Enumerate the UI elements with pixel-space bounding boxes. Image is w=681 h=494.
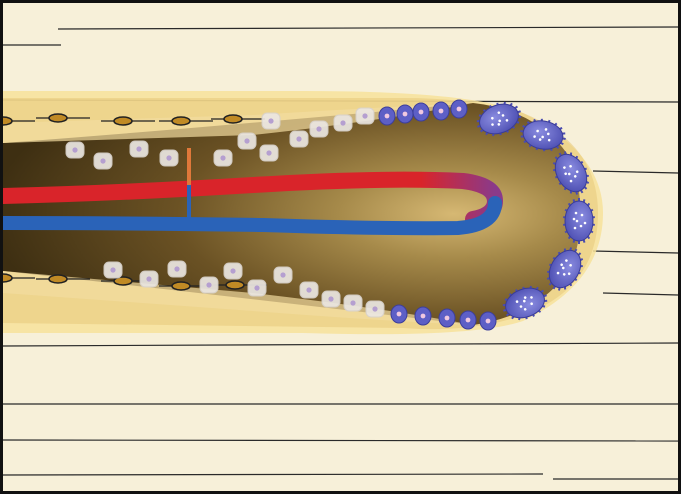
pale-cell-nucleus [244,138,249,143]
pale-cell-nucleus [362,113,367,118]
fibroblast-nucleus [172,282,190,290]
blue-cell-nucleus [445,316,450,321]
blue-cell [480,312,496,330]
blue-cell [391,305,407,323]
fibroblast-nucleus [114,117,132,125]
granule [573,218,576,221]
blue-cell-nucleus [419,110,424,115]
blue-cell [397,105,413,123]
blue-cell [415,307,431,325]
pale-cell-nucleus [254,285,259,290]
pale-cell [322,291,340,307]
pale-cell [334,115,352,131]
granule [576,220,579,223]
pale-cell [260,145,278,161]
pale-cell-nucleus [306,287,311,292]
blue-cell-nucleus [397,312,402,317]
blue-cell-nucleus [466,318,471,323]
pale-cell [104,262,122,278]
pale-cell-nucleus [110,267,115,272]
fibroblast-nucleus [172,117,190,125]
pale-cell-nucleus [100,158,105,163]
pale-cell [200,277,218,293]
pale-cell [224,263,242,279]
pale-cell [214,150,232,166]
blue-cell-nucleus [439,109,444,114]
pale-cell [290,131,308,147]
granule [574,227,577,230]
pale-cell [160,150,178,166]
blue-cell [460,311,476,329]
fibroblast-nucleus [3,117,12,125]
granule [580,225,583,228]
pale-cell-nucleus [328,296,333,301]
pale-cell-nucleus [316,126,321,131]
pale-cell [94,153,112,169]
granule [584,222,587,225]
fibroblast-nucleus [49,275,67,283]
pale-cell [356,108,374,124]
pale-cell-nucleus [350,300,355,305]
fibroblast-nucleus [224,115,242,123]
pale-cell-nucleus [146,276,151,281]
blue-cell [433,102,449,120]
pale-cell [130,141,148,157]
pale-cell [300,282,318,298]
pale-cell [366,301,384,317]
tooth-root-diagram [3,3,678,491]
fibroblast-nucleus [49,114,67,122]
large-cap-cell-body [565,201,593,241]
pale-cell [168,261,186,277]
pale-cell [66,142,84,158]
pale-cell-nucleus [174,266,179,271]
pale-cell-nucleus [72,147,77,152]
blue-cell [413,103,429,121]
pale-cell [344,295,362,311]
pale-cell-nucleus [266,150,271,155]
pale-cell [310,121,328,137]
pale-cell-nucleus [166,155,171,160]
pale-cell-nucleus [296,136,301,141]
blue-cell [451,100,467,118]
blue-cell-nucleus [385,114,390,119]
blue-cell [379,107,395,125]
fibroblast-nucleus [3,274,12,282]
pale-cell-nucleus [136,146,141,151]
blue-cell [439,309,455,327]
granule [581,214,584,217]
pale-cell-nucleus [206,282,211,287]
pale-cell [262,113,280,129]
pale-cell-nucleus [280,272,285,277]
blue-cell-nucleus [457,107,462,112]
pale-cell-nucleus [230,268,235,273]
pale-cell-nucleus [268,118,273,123]
pale-cell-nucleus [372,306,377,311]
blue-cell-nucleus [486,319,491,324]
pale-cell [274,267,292,283]
blue-cell-nucleus [403,112,408,117]
blue-cell-nucleus [421,314,426,319]
granule [575,212,578,215]
pale-cell-nucleus [220,155,225,160]
fibroblast-nucleus [226,281,244,289]
pale-cell [248,280,266,296]
pale-cell [140,271,158,287]
pale-cell [238,133,256,149]
pale-cell-nucleus [340,120,345,125]
